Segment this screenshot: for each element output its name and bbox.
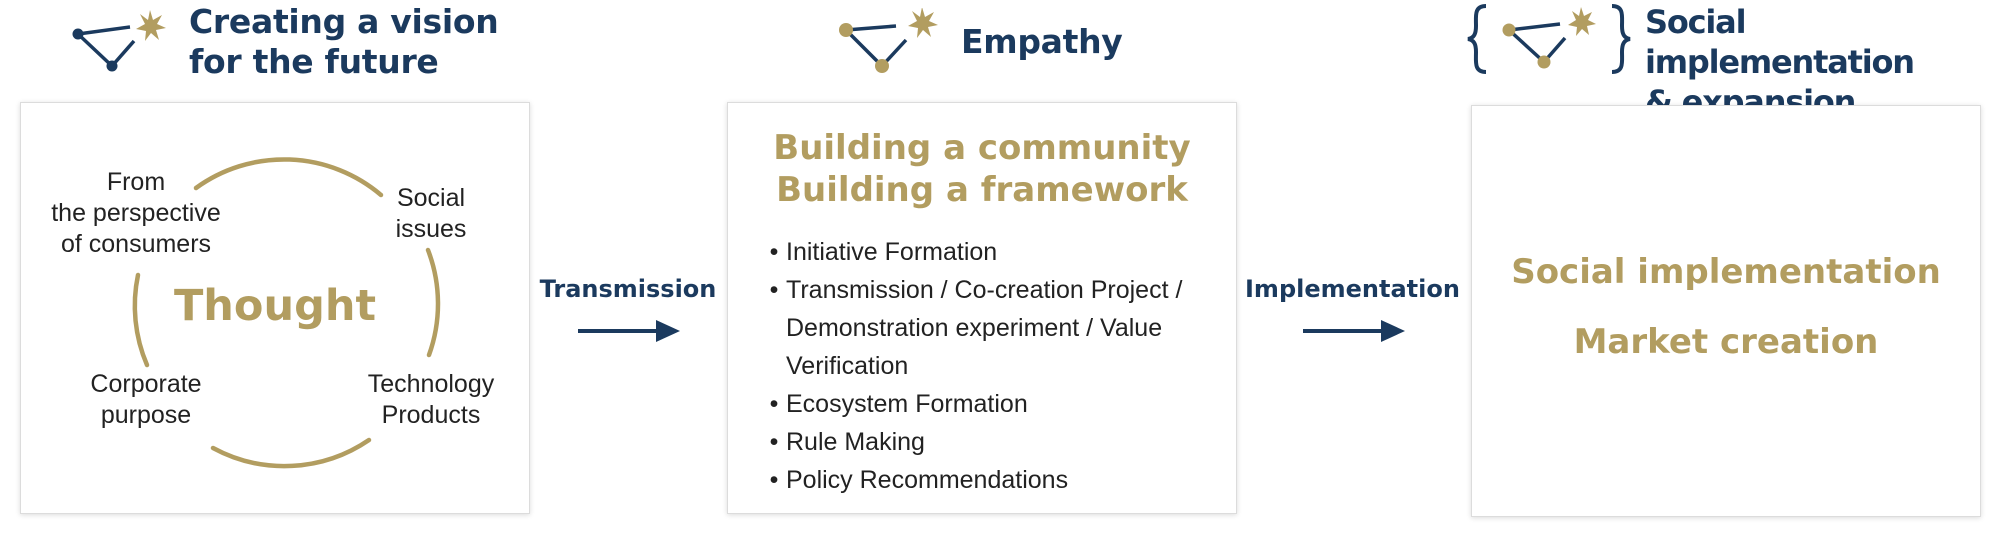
- bullet-dot: •: [769, 428, 779, 456]
- result-panel: Social implementation Market creation: [1471, 105, 1981, 517]
- heading-line-community: Building a community: [773, 128, 1191, 168]
- constellation-icon: [839, 8, 938, 73]
- list-item: • Initiative Formation: [766, 233, 1206, 271]
- constellation-icon: [1502, 22, 1567, 69]
- list-item: • Policy Recommendations: [766, 461, 1206, 499]
- result-line-social-implementation: Social implementation: [1511, 252, 1941, 292]
- star-icon: [1568, 7, 1596, 36]
- cycle-ring: [132, 157, 441, 469]
- initiative-list: • Initiative Formation • Transmission / …: [766, 233, 1206, 499]
- stage-title-empathy: Empathy: [961, 22, 1123, 61]
- thought-center-text: Thought: [173, 281, 377, 331]
- heading-line-framework: Building a framework: [776, 170, 1188, 210]
- list-item: • Ecosystem Formation: [766, 385, 1206, 423]
- thought-panel: From the perspective of consumers Social…: [20, 102, 530, 514]
- cycle-label-social-issues: Social issues: [395, 184, 467, 243]
- community-panel: Building a community Building a framewor…: [727, 102, 1237, 514]
- stage-title-vision: Creating a vision for the future: [189, 2, 499, 81]
- bullet-dot: •: [769, 238, 779, 266]
- bullet-dot: •: [769, 276, 779, 304]
- star-icon: [136, 10, 166, 41]
- constellation-icon: [72, 10, 166, 72]
- arrow-label-implementation: Implementation: [1245, 275, 1460, 303]
- list-item: • Rule Making: [766, 423, 1206, 461]
- stage-title-social: Social implementation & expansion: [1645, 3, 1915, 121]
- cycle-label-consumers: From the perspective of consumers: [51, 168, 221, 258]
- bullet-dot: •: [769, 390, 779, 418]
- result-line-market-creation: Market creation: [1573, 322, 1879, 362]
- cycle-label-corporate: Corporate purpose: [90, 370, 202, 429]
- right-arrow-icon: [1303, 320, 1405, 342]
- bullet-dot: •: [769, 466, 779, 494]
- cycle-label-technology: Technology Products: [367, 370, 495, 429]
- arrow-label-transmission: Transmission: [539, 275, 717, 303]
- brace-icon: [1467, 4, 1631, 74]
- community-heading: Building a community Building a framewor…: [728, 127, 1236, 211]
- list-item: • Transmission / Co-creation Project / D…: [766, 271, 1206, 385]
- right-arrow-icon: [578, 320, 680, 342]
- star-icon: [908, 8, 938, 38]
